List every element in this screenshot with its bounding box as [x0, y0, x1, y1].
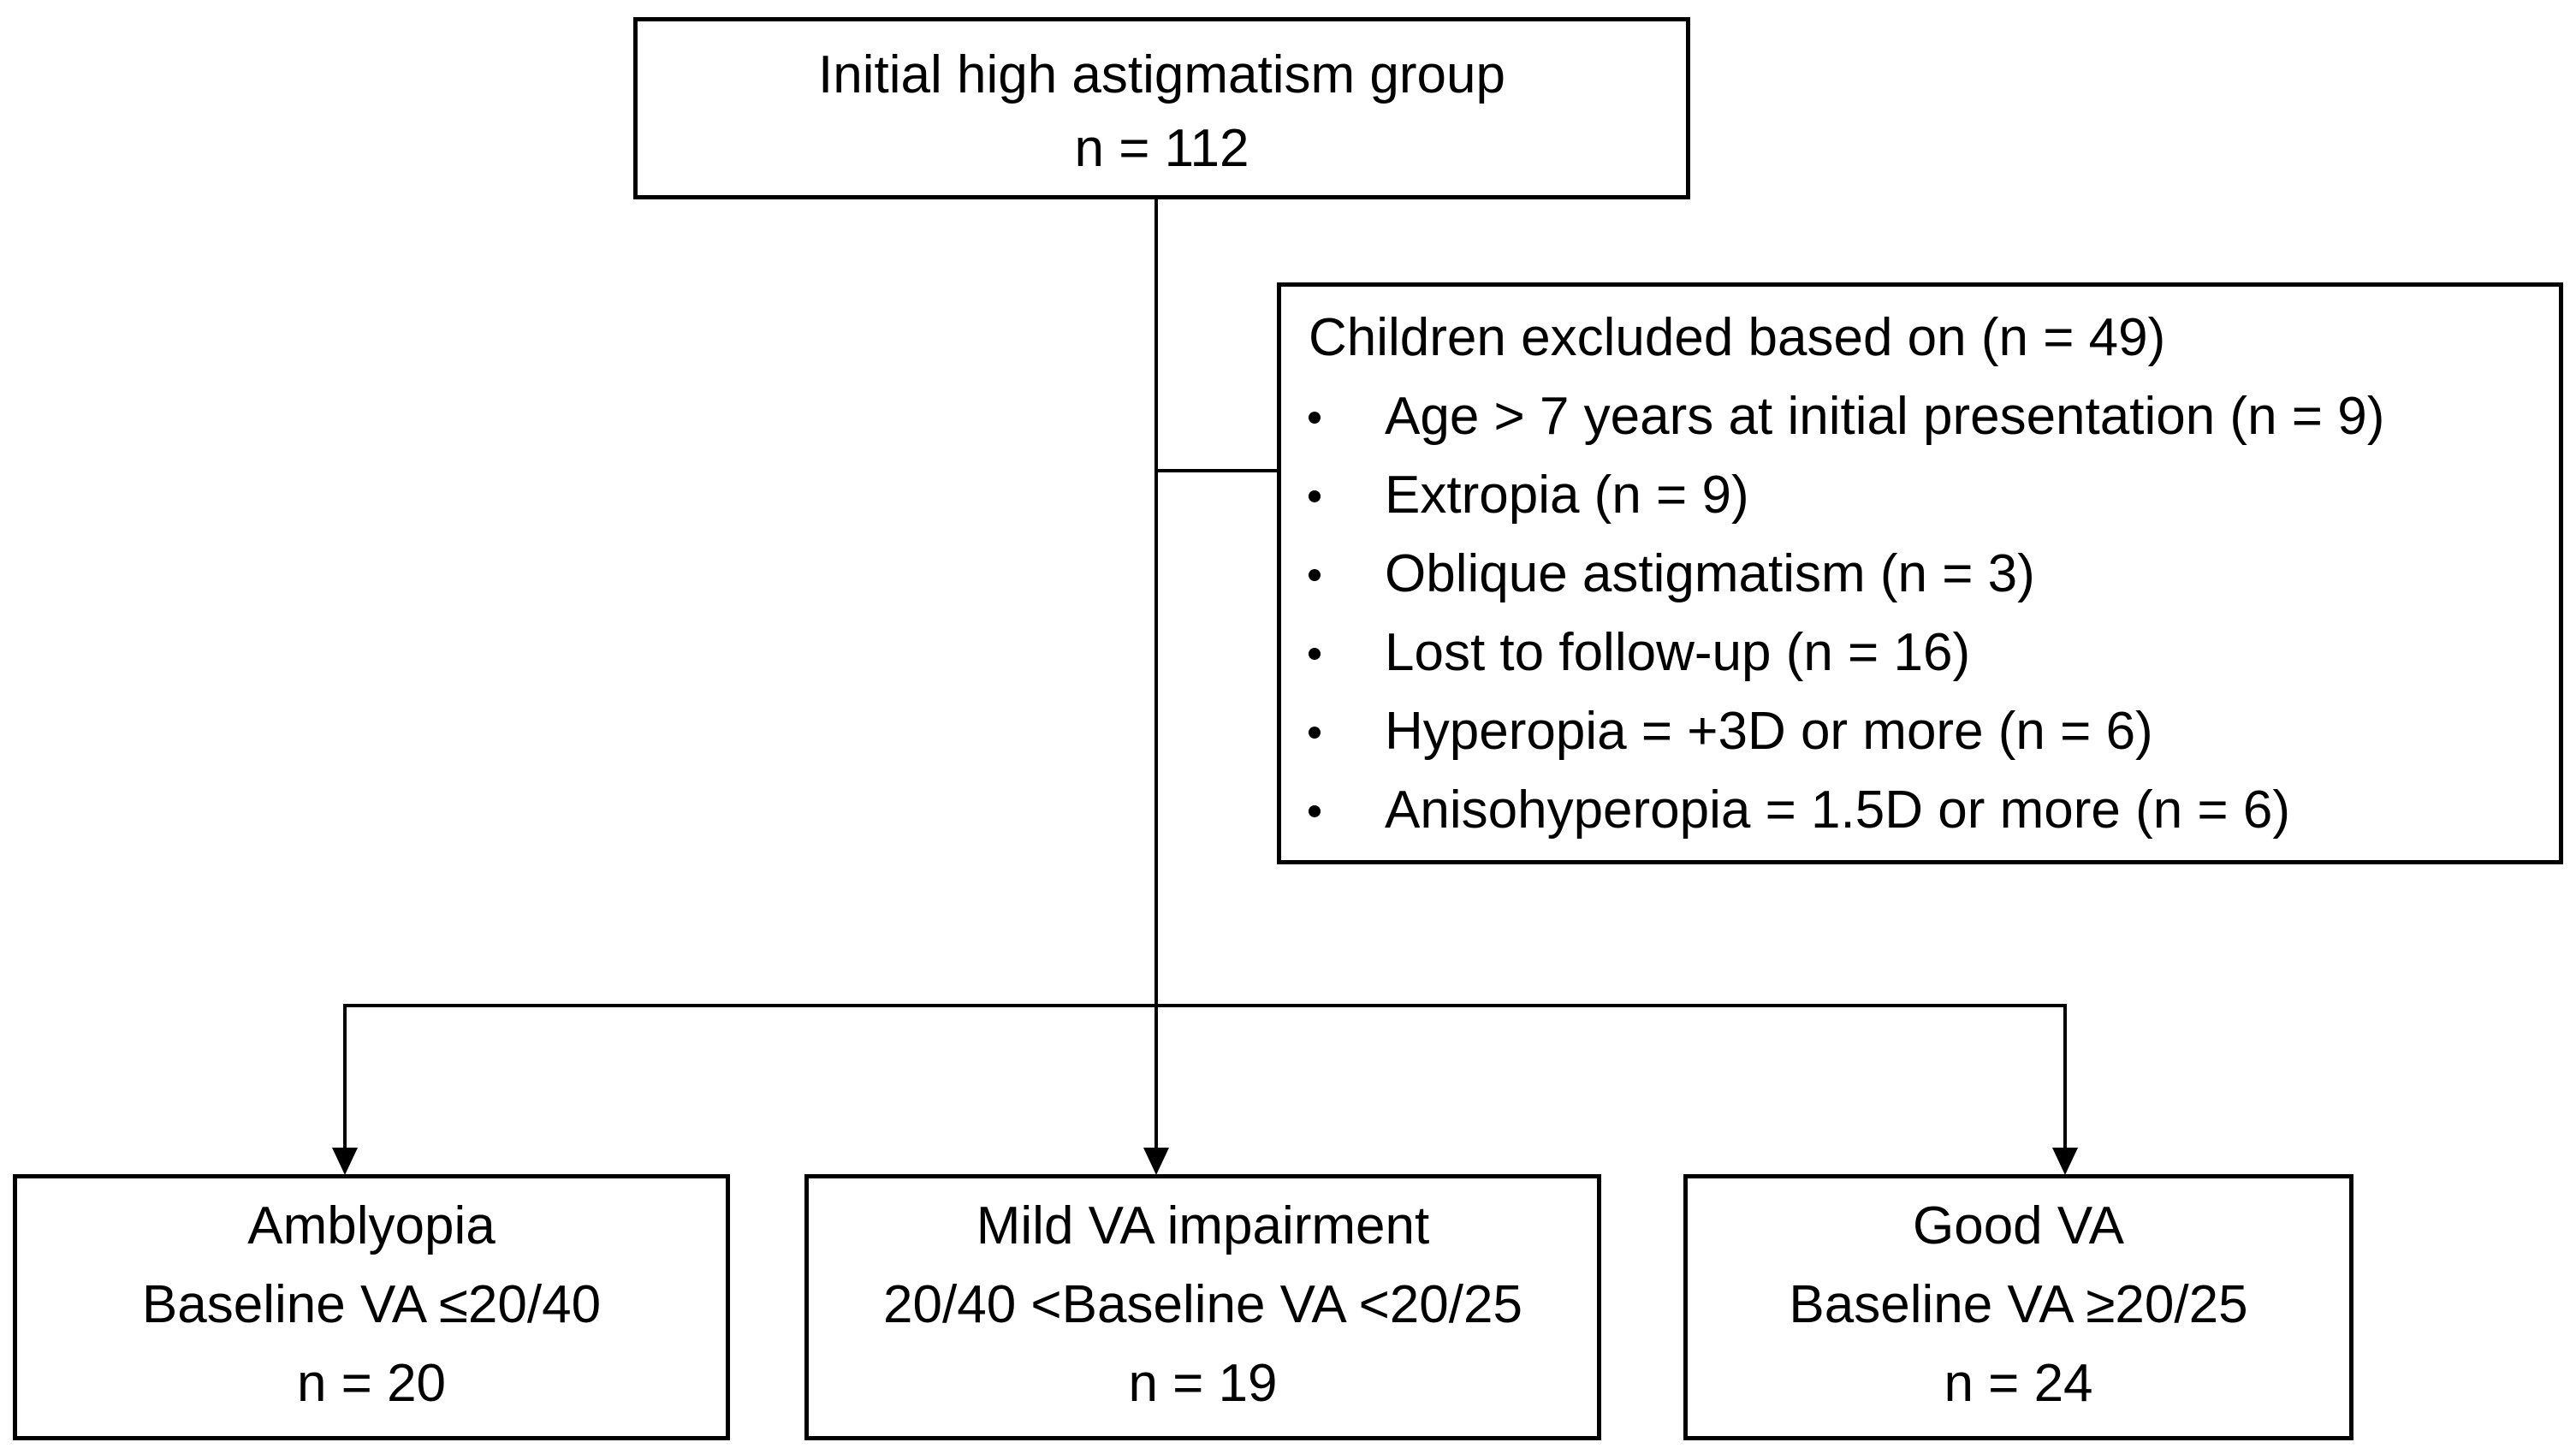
connector-horizontal-to-exclusion [1156, 469, 1280, 472]
exclusion-item: Extropia (n = 9) [1281, 456, 2543, 535]
connector-vertical-main [1154, 199, 1158, 1007]
outcome-title: Good VA [1912, 1196, 2124, 1255]
arrow-left-shaft [343, 1006, 347, 1149]
arrow-left-head-icon [332, 1148, 358, 1175]
outcome-box-mild-va-impairment: Mild VA impairment 20/40 <Baseline VA <2… [804, 1174, 1601, 1440]
arrow-middle-shaft [1154, 1006, 1158, 1149]
outcome-criterion: Baseline VA ≤20/40 [141, 1275, 602, 1334]
exclusion-item-text: Hyperopia = +3D or more (n = 6) [1385, 702, 2153, 761]
bullet-icon [1309, 727, 1321, 739]
outcome-box-amblyopia: Amblyopia Baseline VA ≤20/40 n = 20 [13, 1174, 730, 1440]
exclusion-item: Anisohyperopia = 1.5D or more (n = 6) [1281, 771, 2543, 850]
initial-group-title: Initial high astigmatism group [818, 45, 1505, 104]
outcome-count: n = 20 [296, 1354, 447, 1413]
outcome-criterion: Baseline VA ≥20/25 [1789, 1275, 2248, 1334]
bullet-icon [1309, 490, 1321, 502]
bullet-icon [1309, 569, 1321, 581]
connector-branch-horizontal [343, 1004, 2067, 1007]
exclusion-item: Oblique astigmatism (n = 3) [1281, 535, 2543, 614]
outcome-title: Amblyopia [247, 1196, 496, 1255]
initial-group-count: n = 112 [1074, 119, 1249, 178]
outcome-criterion: 20/40 <Baseline VA <20/25 [883, 1275, 1522, 1334]
arrow-middle-head-icon [1143, 1148, 1169, 1175]
exclusion-item: Lost to follow-up (n = 16) [1281, 614, 2543, 692]
exclusion-item-text: Oblique astigmatism (n = 3) [1385, 544, 2035, 603]
outcome-count: n = 19 [1128, 1354, 1278, 1413]
exclusion-title: Children excluded based on (n = 49) [1309, 308, 2166, 367]
exclusion-box: Children excluded based on (n = 49) Age … [1277, 282, 2563, 864]
exclusion-item: Age > 7 years at initial presentation (n… [1281, 377, 2543, 456]
bullet-icon [1309, 648, 1321, 660]
bullet-icon [1309, 412, 1321, 424]
arrow-right-head-icon [2052, 1148, 2078, 1175]
initial-group-box: Initial high astigmatism group n = 112 [633, 17, 1690, 199]
arrow-right-shaft [2063, 1006, 2067, 1149]
exclusion-item-text: Lost to follow-up (n = 16) [1385, 623, 1971, 682]
exclusion-item: Hyperopia = +3D or more (n = 6) [1281, 692, 2543, 771]
exclusion-item-text: Extropia (n = 9) [1385, 466, 1749, 525]
outcome-box-good-va: Good VA Baseline VA ≥20/25 n = 24 [1683, 1174, 2353, 1440]
outcome-title: Mild VA impairment [976, 1196, 1430, 1255]
outcome-count: n = 24 [1944, 1354, 2093, 1413]
exclusion-item-text: Anisohyperopia = 1.5D or more (n = 6) [1385, 780, 2290, 840]
bullet-icon [1309, 805, 1321, 817]
exclusion-item-text: Age > 7 years at initial presentation (n… [1385, 387, 2385, 446]
